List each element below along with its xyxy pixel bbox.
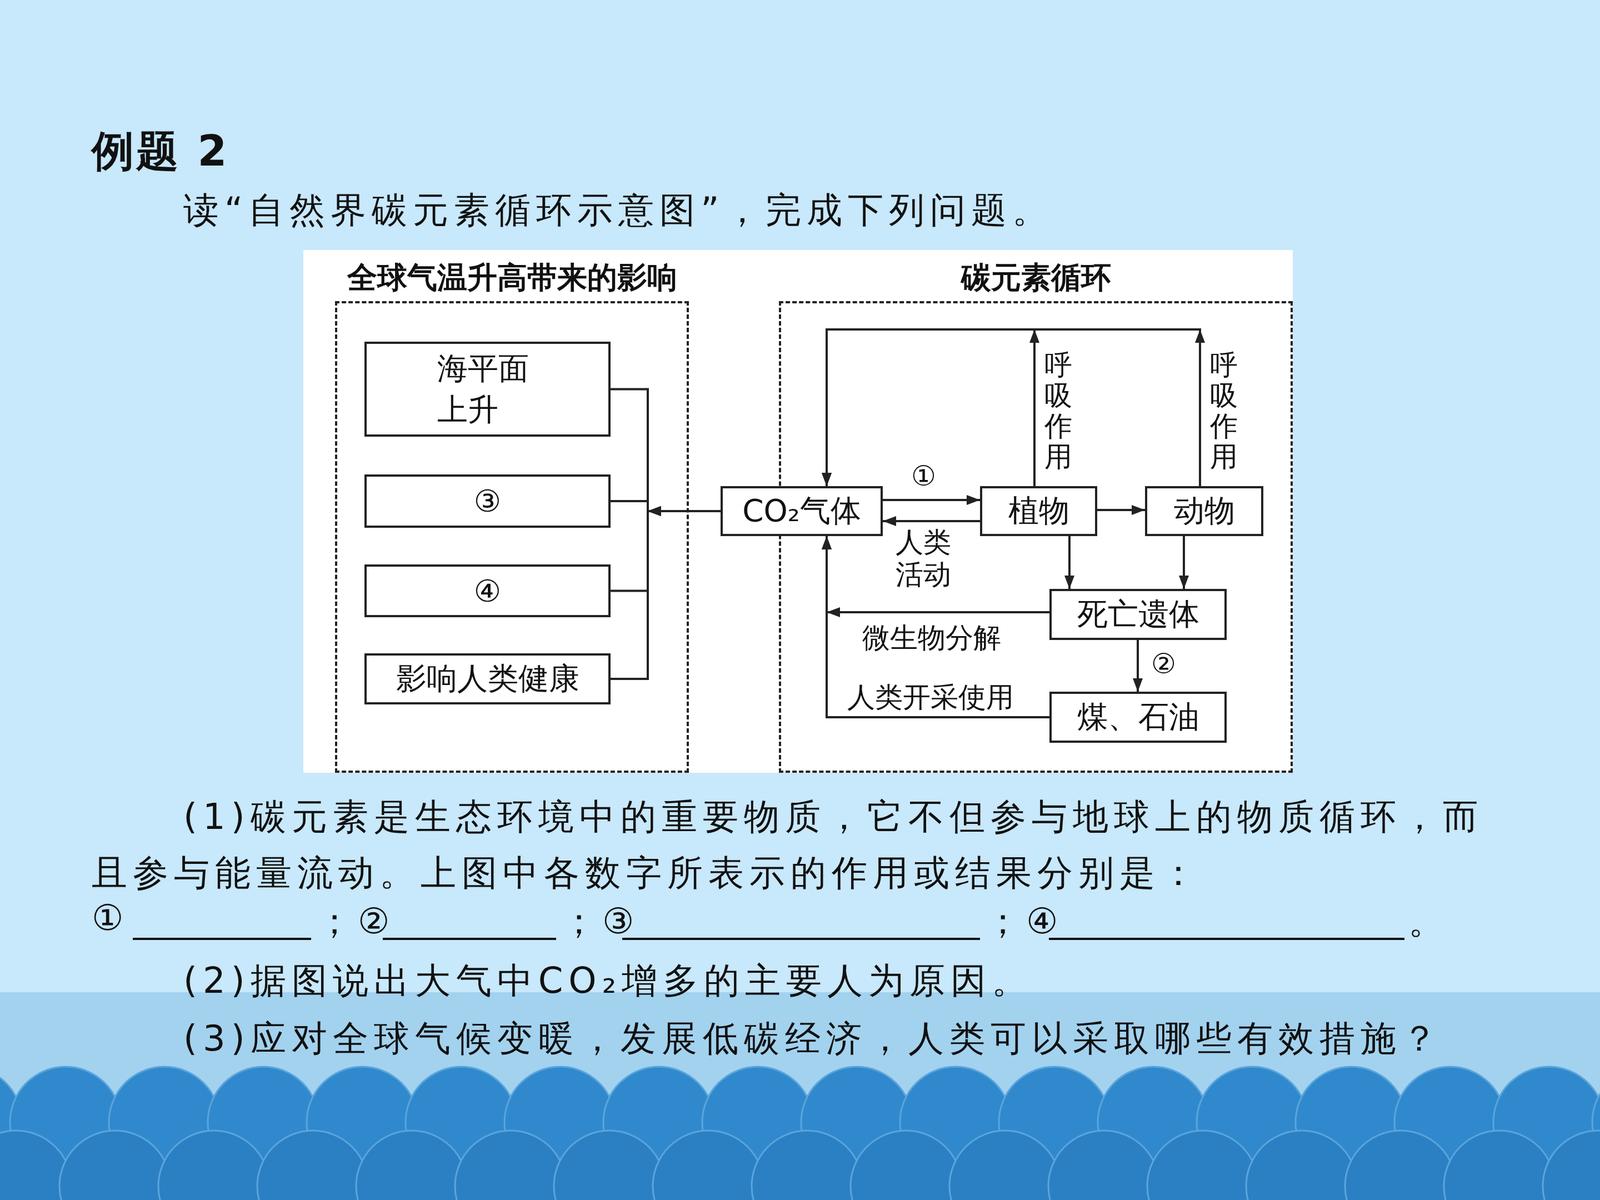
scallop-circle <box>158 1130 270 1200</box>
connector-line <box>610 511 721 592</box>
box-label: CO₂气体 <box>742 490 862 532</box>
edge-label: 呼吸作用 <box>1044 350 1073 473</box>
scallop-circle <box>751 1130 863 1200</box>
connector <box>610 389 721 517</box>
question-text: (1)碳元素是生态环境中的重要物质，它不但参与地球上的物质循环，而且参与能量流动… <box>91 788 1514 902</box>
scallop-circle <box>1246 1130 1358 1200</box>
box-label: 死亡遗体 <box>1077 593 1200 635</box>
connector <box>882 495 980 505</box>
arrowhead <box>1029 329 1040 343</box>
scallop-circle <box>1048 1130 1160 1200</box>
scallop-circle <box>652 1130 764 1200</box>
blank-number: ；② <box>316 897 395 946</box>
impact-region: 全球气温升高带来的影响海平面 上升③④影响人类健康 <box>335 301 689 773</box>
connector <box>1097 505 1145 515</box>
impact-box: ④ <box>364 564 611 618</box>
blank-number: ；③ <box>561 897 640 946</box>
arrowhead <box>1132 678 1143 692</box>
region-heading: 碳元素循环 <box>961 257 1112 299</box>
edge-label: ② <box>1151 647 1177 680</box>
edge-label: 微生物分解 <box>862 619 1002 657</box>
slide-title: 例题 2 <box>91 123 229 181</box>
scallop-circle <box>553 1130 665 1200</box>
connector <box>610 506 721 679</box>
impact-box: 影响人类健康 <box>364 653 611 705</box>
box-label: 煤、石油 <box>1077 696 1200 738</box>
connector-line <box>882 498 980 502</box>
arrowhead <box>1195 329 1205 343</box>
connector <box>882 516 980 527</box>
arrowhead <box>1064 575 1075 589</box>
box-label: 动物 <box>1173 490 1235 532</box>
carbon-box: 煤、石油 <box>1049 691 1227 743</box>
arrowhead <box>882 516 897 527</box>
scallop-decoration <box>0 1050 1600 1200</box>
impact-box: ③ <box>364 474 611 528</box>
carbon-box: CO₂气体 <box>720 486 883 537</box>
scallop-circle <box>455 1130 567 1200</box>
connector-line <box>610 501 721 512</box>
arrowhead <box>647 506 662 517</box>
arrowhead <box>647 506 662 517</box>
arrowhead <box>821 472 832 487</box>
scallop-circle <box>1443 1130 1555 1200</box>
scallop-circle <box>850 1130 962 1200</box>
carbon-box: 动物 <box>1145 486 1264 537</box>
connector-line <box>610 511 721 679</box>
box-label: ③ <box>473 483 502 519</box>
blank-number: ① <box>91 897 129 939</box>
connector <box>821 329 1205 487</box>
connector-line <box>610 389 721 512</box>
connector-line <box>826 329 1200 487</box>
scallop-circle <box>1345 1130 1457 1200</box>
arrowhead <box>647 506 662 517</box>
scallop-circle <box>59 1130 171 1200</box>
scallop-circle <box>1542 1130 1600 1200</box>
region-heading: 全球气温升高带来的影响 <box>347 257 678 299</box>
edge-label: 人类活动 <box>895 526 953 591</box>
box-label: 海平面 上升 <box>437 348 539 431</box>
connector <box>1132 640 1143 692</box>
arrowhead <box>821 536 832 550</box>
arrowhead <box>1178 575 1189 589</box>
connector-line <box>882 520 980 523</box>
arrowhead <box>966 495 980 505</box>
scallop-circle <box>1147 1130 1259 1200</box>
box-label: ④ <box>473 573 502 609</box>
carbon-box: 死亡遗体 <box>1049 588 1227 640</box>
scallop-circle <box>949 1130 1061 1200</box>
edge-label: 呼吸作用 <box>1210 350 1238 473</box>
arrowhead <box>826 607 840 618</box>
scallop-circle <box>257 1130 369 1200</box>
arrowhead <box>821 536 832 550</box>
arrowhead <box>647 506 662 517</box>
connector <box>1064 536 1075 589</box>
connector <box>1178 536 1189 589</box>
blank-number: ；④ <box>985 897 1064 946</box>
box-label: 影响人类健康 <box>396 658 580 700</box>
edge-label: 人类开采使用 <box>847 678 1014 717</box>
question-text: (2)据图说出大气中CO₂增多的主要人为原因。 <box>183 956 1033 1005</box>
edge-label: ① <box>911 460 937 493</box>
connector <box>610 506 721 592</box>
arrowhead <box>1131 505 1145 515</box>
carbon-box: 植物 <box>980 486 1098 537</box>
scallop-circle <box>356 1130 468 1200</box>
question-text: (3)应对全球气候变暖，发展低碳经济，人类可以采取哪些有效措施？ <box>183 1014 1443 1063</box>
intro-text: 读“自然界碳元素循环示意图”，完成下列问题。 <box>183 186 1054 235</box>
arrowhead <box>821 472 832 487</box>
impact-box: 海平面 上升 <box>364 341 611 437</box>
box-label: 植物 <box>1008 490 1070 532</box>
punctuation: 。 <box>1408 897 1450 946</box>
connector <box>610 501 721 517</box>
